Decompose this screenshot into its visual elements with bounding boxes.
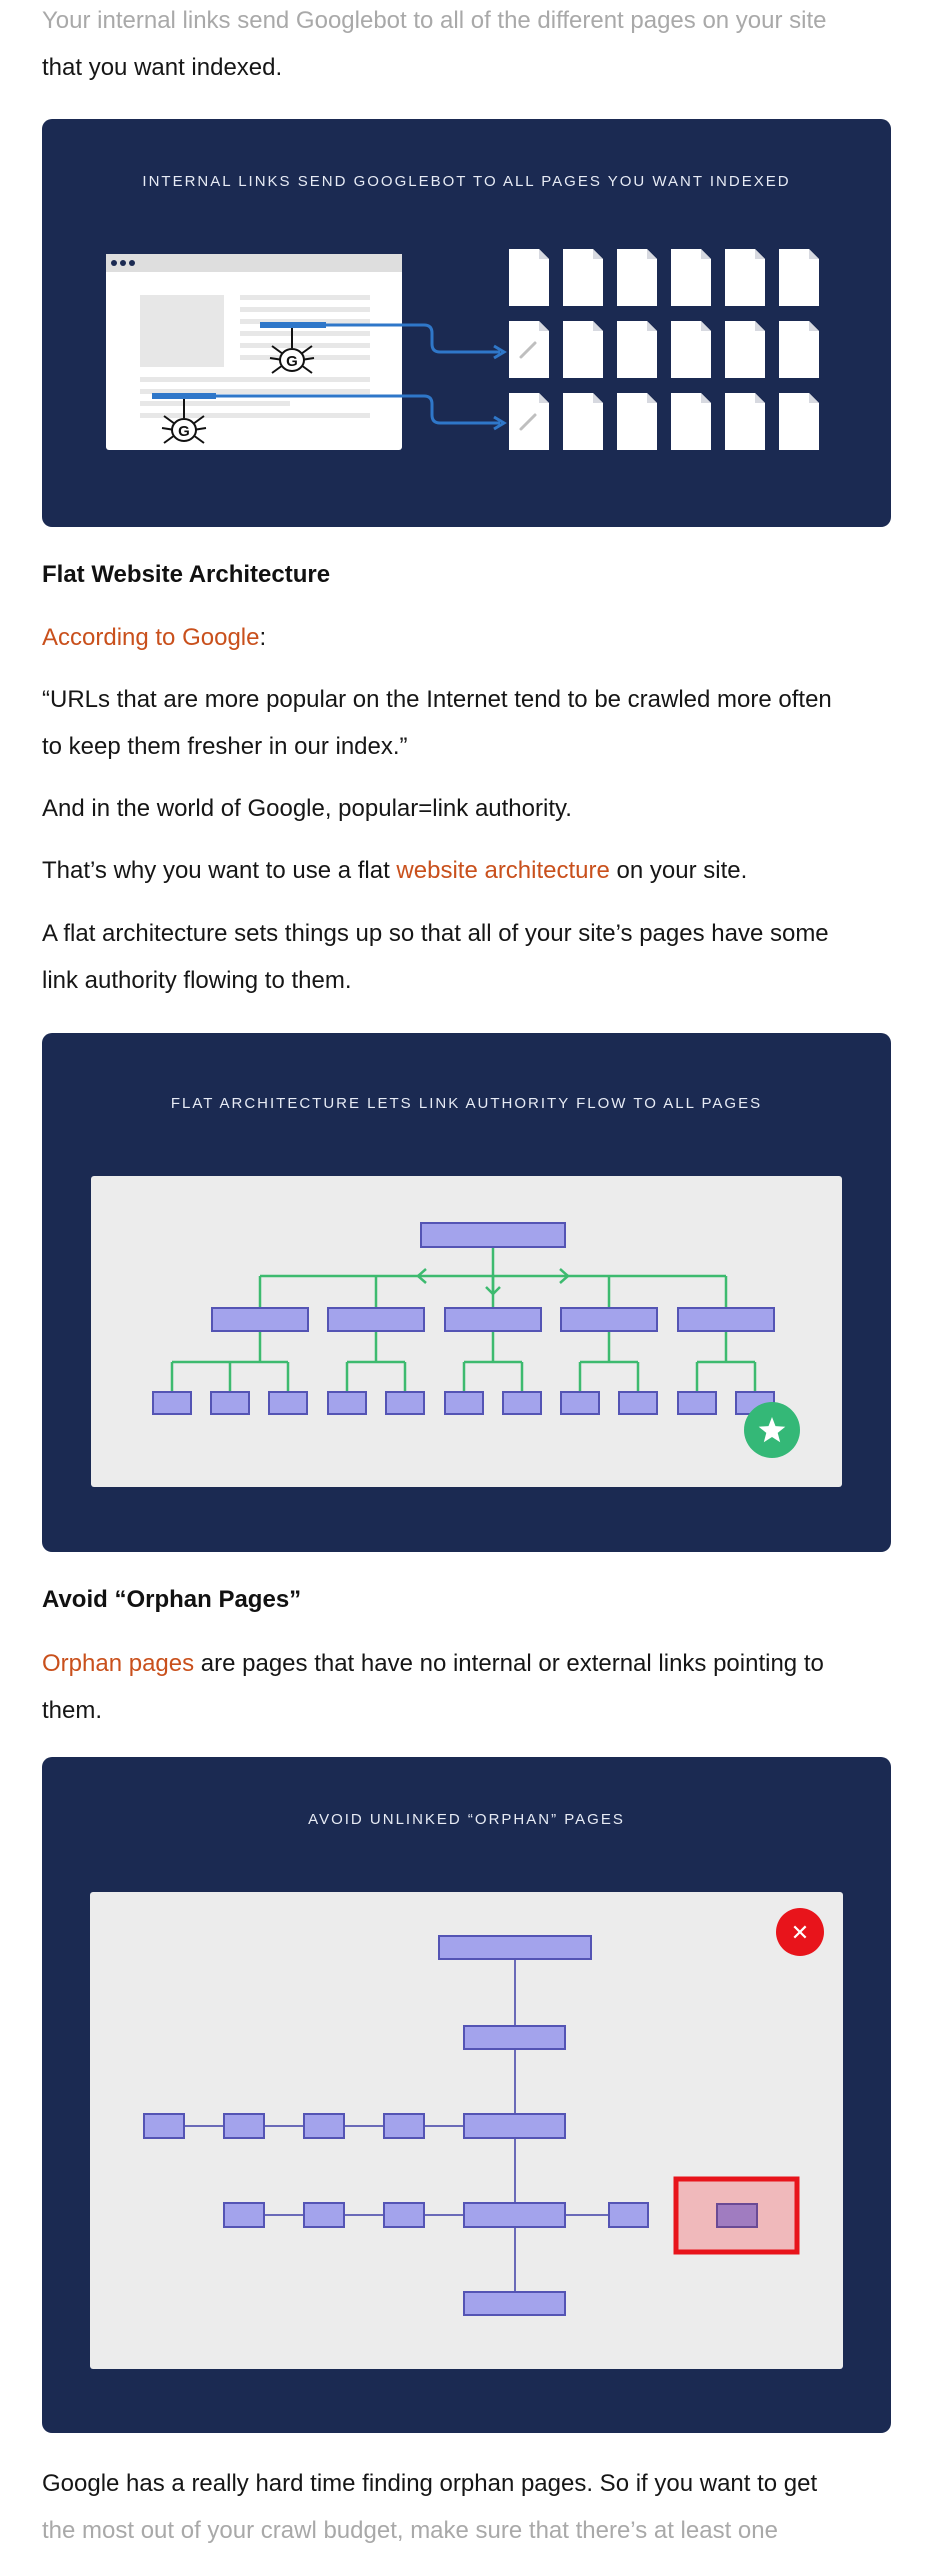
website-architecture-link[interactable]: website architecture [396, 857, 610, 884]
page-node [210, 1391, 250, 1415]
page-node [327, 1391, 367, 1415]
page-node [444, 1307, 542, 1332]
page-node [463, 2202, 566, 2228]
chain-link-icon [519, 341, 537, 359]
page-document-icon [779, 321, 819, 378]
quote-paragraph: “URLs that are more popular on the Inter… [42, 676, 902, 770]
internal-links-diagram: G G [106, 249, 819, 450]
page-document-icon [563, 321, 603, 378]
page-node [223, 2113, 265, 2139]
page-node [560, 1307, 658, 1332]
page-node [502, 1391, 542, 1415]
quote-line-2: to keep them fresher in our index.” [42, 733, 408, 760]
page-node [438, 1935, 592, 1960]
page-document-icon [617, 321, 657, 378]
orphan-line-2: them. [42, 1697, 103, 1724]
spider-glyph: G [286, 353, 298, 370]
according-to-google-link[interactable]: According to Google [42, 624, 260, 651]
link-arrow-top [260, 322, 507, 360]
page-node [223, 2202, 265, 2228]
intro-line-2: that you want indexed. [42, 54, 283, 81]
intro-line-1: Your internal links send Googlebot to al… [42, 7, 827, 34]
page-document-icon [725, 393, 765, 450]
page-node [608, 2202, 649, 2228]
orphan-paragraph: Orphan pages are pages that have no inte… [42, 1640, 902, 1734]
orphan-page-highlight [673, 2176, 800, 2255]
page-node [463, 2025, 566, 2050]
according-colon: : [259, 624, 267, 651]
browser-window-icon [106, 254, 402, 450]
outro-paragraph: Google has a really hard time finding or… [42, 2460, 902, 2554]
star-badge-icon [744, 1402, 800, 1458]
section-heading-flat: Flat Website Architecture [42, 561, 331, 588]
page-node [211, 1307, 309, 1332]
orphan-pages-link[interactable]: Orphan pages [42, 1650, 195, 1677]
page-node [143, 2113, 185, 2139]
orphan-pages-figure: AVOID UNLINKED “ORPHAN” PAGES ✕ [42, 1757, 891, 2433]
page-node [444, 1391, 484, 1415]
page-node [383, 2113, 425, 2139]
googlebot-spider-icon: G [269, 328, 315, 374]
page-node [383, 2202, 425, 2228]
p3-before: That’s why you want to use a flat [42, 857, 397, 884]
section-heading-orphan: Avoid “Orphan Pages” [42, 1586, 302, 1613]
page-document-icon [671, 393, 711, 450]
link-authority-paragraph: A flat architecture sets things up so th… [42, 910, 902, 1004]
page-node [385, 1391, 425, 1415]
page-document-icon [671, 249, 711, 306]
indexed-pages-grid [509, 249, 819, 450]
close-glyph: ✕ [791, 1921, 809, 1946]
page-document-icon [671, 321, 711, 378]
figure-title: FLAT ARCHITECTURE LETS LINK AUTHORITY FL… [170, 1095, 763, 1112]
page-document-icon [779, 249, 819, 306]
close-x-icon: ✕ [776, 1908, 824, 1956]
page-document-icon [725, 321, 765, 378]
page-document-icon [509, 249, 549, 306]
page-node [327, 1307, 425, 1332]
page-document-icon [563, 393, 603, 450]
page-document-icon [617, 249, 657, 306]
page-node [677, 1391, 717, 1415]
quote-line-1: “URLs that are more popular on the Inter… [42, 686, 832, 713]
page-document-icon [509, 393, 549, 450]
page-document-icon [617, 393, 657, 450]
page-document-icon [779, 393, 819, 450]
page-node [303, 2202, 345, 2228]
orphan-tree-diagram: ✕ [143, 1908, 824, 2316]
link-arrow-bottom [152, 393, 507, 431]
page-node [268, 1391, 308, 1415]
page-document-icon [509, 321, 549, 378]
page-node [560, 1391, 600, 1415]
spider-glyph: G [178, 423, 190, 440]
diagram-card: ✕ [90, 1892, 843, 2369]
page-node [463, 2291, 566, 2316]
according-paragraph: According to Google: [42, 614, 902, 661]
page-node [152, 1391, 192, 1415]
page-document-icon [725, 249, 765, 306]
flat-tree-diagram [152, 1222, 800, 1458]
figure-title: AVOID UNLINKED “ORPHAN” PAGES [308, 1811, 625, 1828]
flat-architecture-figure: FLAT ARCHITECTURE LETS LINK AUTHORITY FL… [42, 1033, 891, 1552]
internal-links-figure: INTERNAL LINKS SEND GOOGLEBOT TO ALL PAG… [42, 119, 891, 527]
page-node [420, 1222, 566, 1248]
p3-after: on your site. [609, 857, 748, 884]
outro-line-1: Google has a really hard time finding or… [42, 2470, 818, 2497]
page-node [618, 1391, 658, 1415]
outro-line-2: the most out of your crawl budget, make … [42, 2517, 778, 2544]
orphan-line-1-rest: are pages that have no internal or exter… [194, 1650, 824, 1677]
figure-title: INTERNAL LINKS SEND GOOGLEBOT TO ALL PAG… [142, 173, 791, 190]
p4-line-2: link authority flowing to them. [42, 967, 352, 994]
intro-paragraph: Your internal links send Googlebot to al… [42, 0, 902, 91]
page-node [463, 2113, 566, 2139]
p4-line-1: A flat architecture sets things up so th… [42, 920, 829, 947]
page-node [303, 2113, 345, 2139]
googlebot-spider-icon: G [161, 399, 207, 444]
page-document-icon [563, 249, 603, 306]
chain-link-icon [519, 413, 537, 431]
flat-architecture-paragraph: That’s why you want to use a flat websit… [42, 847, 902, 894]
diagram-card [91, 1176, 842, 1487]
popular-paragraph: And in the world of Google, popular=link… [42, 795, 572, 822]
page-node [677, 1307, 775, 1332]
